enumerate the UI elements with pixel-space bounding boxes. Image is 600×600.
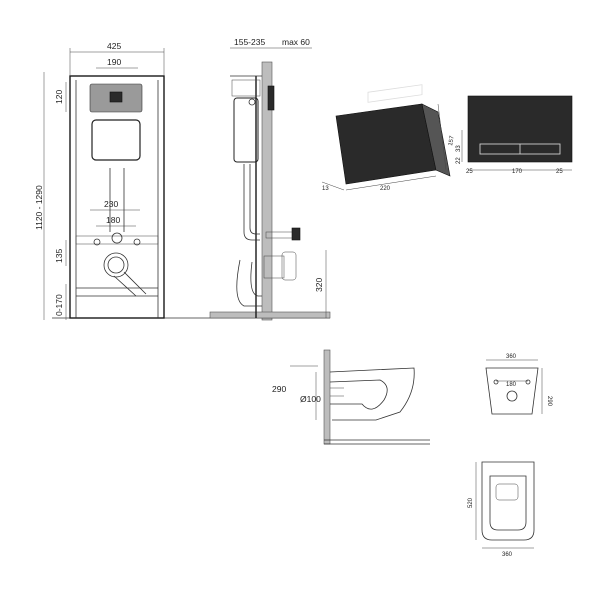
- pipe-spacing-inner-label: 180: [106, 215, 120, 225]
- toilet-top-length-label: 520: [468, 497, 474, 508]
- flush-plate-front: 25 170 25 22 33: [456, 95, 573, 175]
- drain-height-label: 135: [54, 249, 64, 263]
- toilet-front-width-label: 360: [506, 354, 517, 360]
- frame-inner-width-label: 190: [107, 57, 121, 67]
- toilet-top-view: 520 360: [468, 461, 535, 558]
- plate-back-width-label: 170: [512, 169, 523, 175]
- toilet-top-width-label: 360: [502, 552, 513, 558]
- frame-side-view: 155-235 max 60 320: [168, 37, 331, 321]
- cistern-body: [91, 119, 141, 161]
- frame-depth-label: 155-235: [234, 37, 265, 47]
- plate-depth-label: 13: [322, 186, 329, 192]
- cistern-side: [233, 97, 259, 163]
- plate-margin-right-label: 25: [556, 169, 563, 175]
- foot-adjust-label: 0-170: [54, 294, 64, 316]
- max-offset-label: max 60: [282, 37, 310, 47]
- toilet-front-holes-label: 180: [506, 382, 517, 388]
- plate-margin-left-label: 25: [466, 169, 473, 175]
- frame-width-label: 425: [107, 41, 121, 51]
- toilet-front-view: 360 180 290: [485, 354, 552, 415]
- plate-inner-height-label: 33: [456, 145, 462, 152]
- toilet-side-view: 290 Ø100: [272, 349, 430, 445]
- pipe-diameter-label: Ø100: [300, 394, 321, 404]
- top-offset-label: 120: [54, 90, 64, 104]
- drain-height-side-label: 320: [314, 278, 324, 292]
- frame-front-view: 425 190 1120 - 1290 120 230 180 135 0-17…: [34, 41, 168, 320]
- toilet-front-height-label: 290: [546, 396, 552, 407]
- plate-width-label: 220: [380, 186, 391, 192]
- plate-height-label: 157: [448, 135, 456, 147]
- frame-height-label: 1120 - 1290: [34, 185, 44, 230]
- flush-plate-perspective: 13 220 157: [321, 84, 456, 192]
- pipe-spacing-label: 230: [104, 199, 118, 209]
- plate-top-offset-label: 22: [456, 157, 462, 164]
- toilet-side-height-label: 290: [272, 384, 286, 394]
